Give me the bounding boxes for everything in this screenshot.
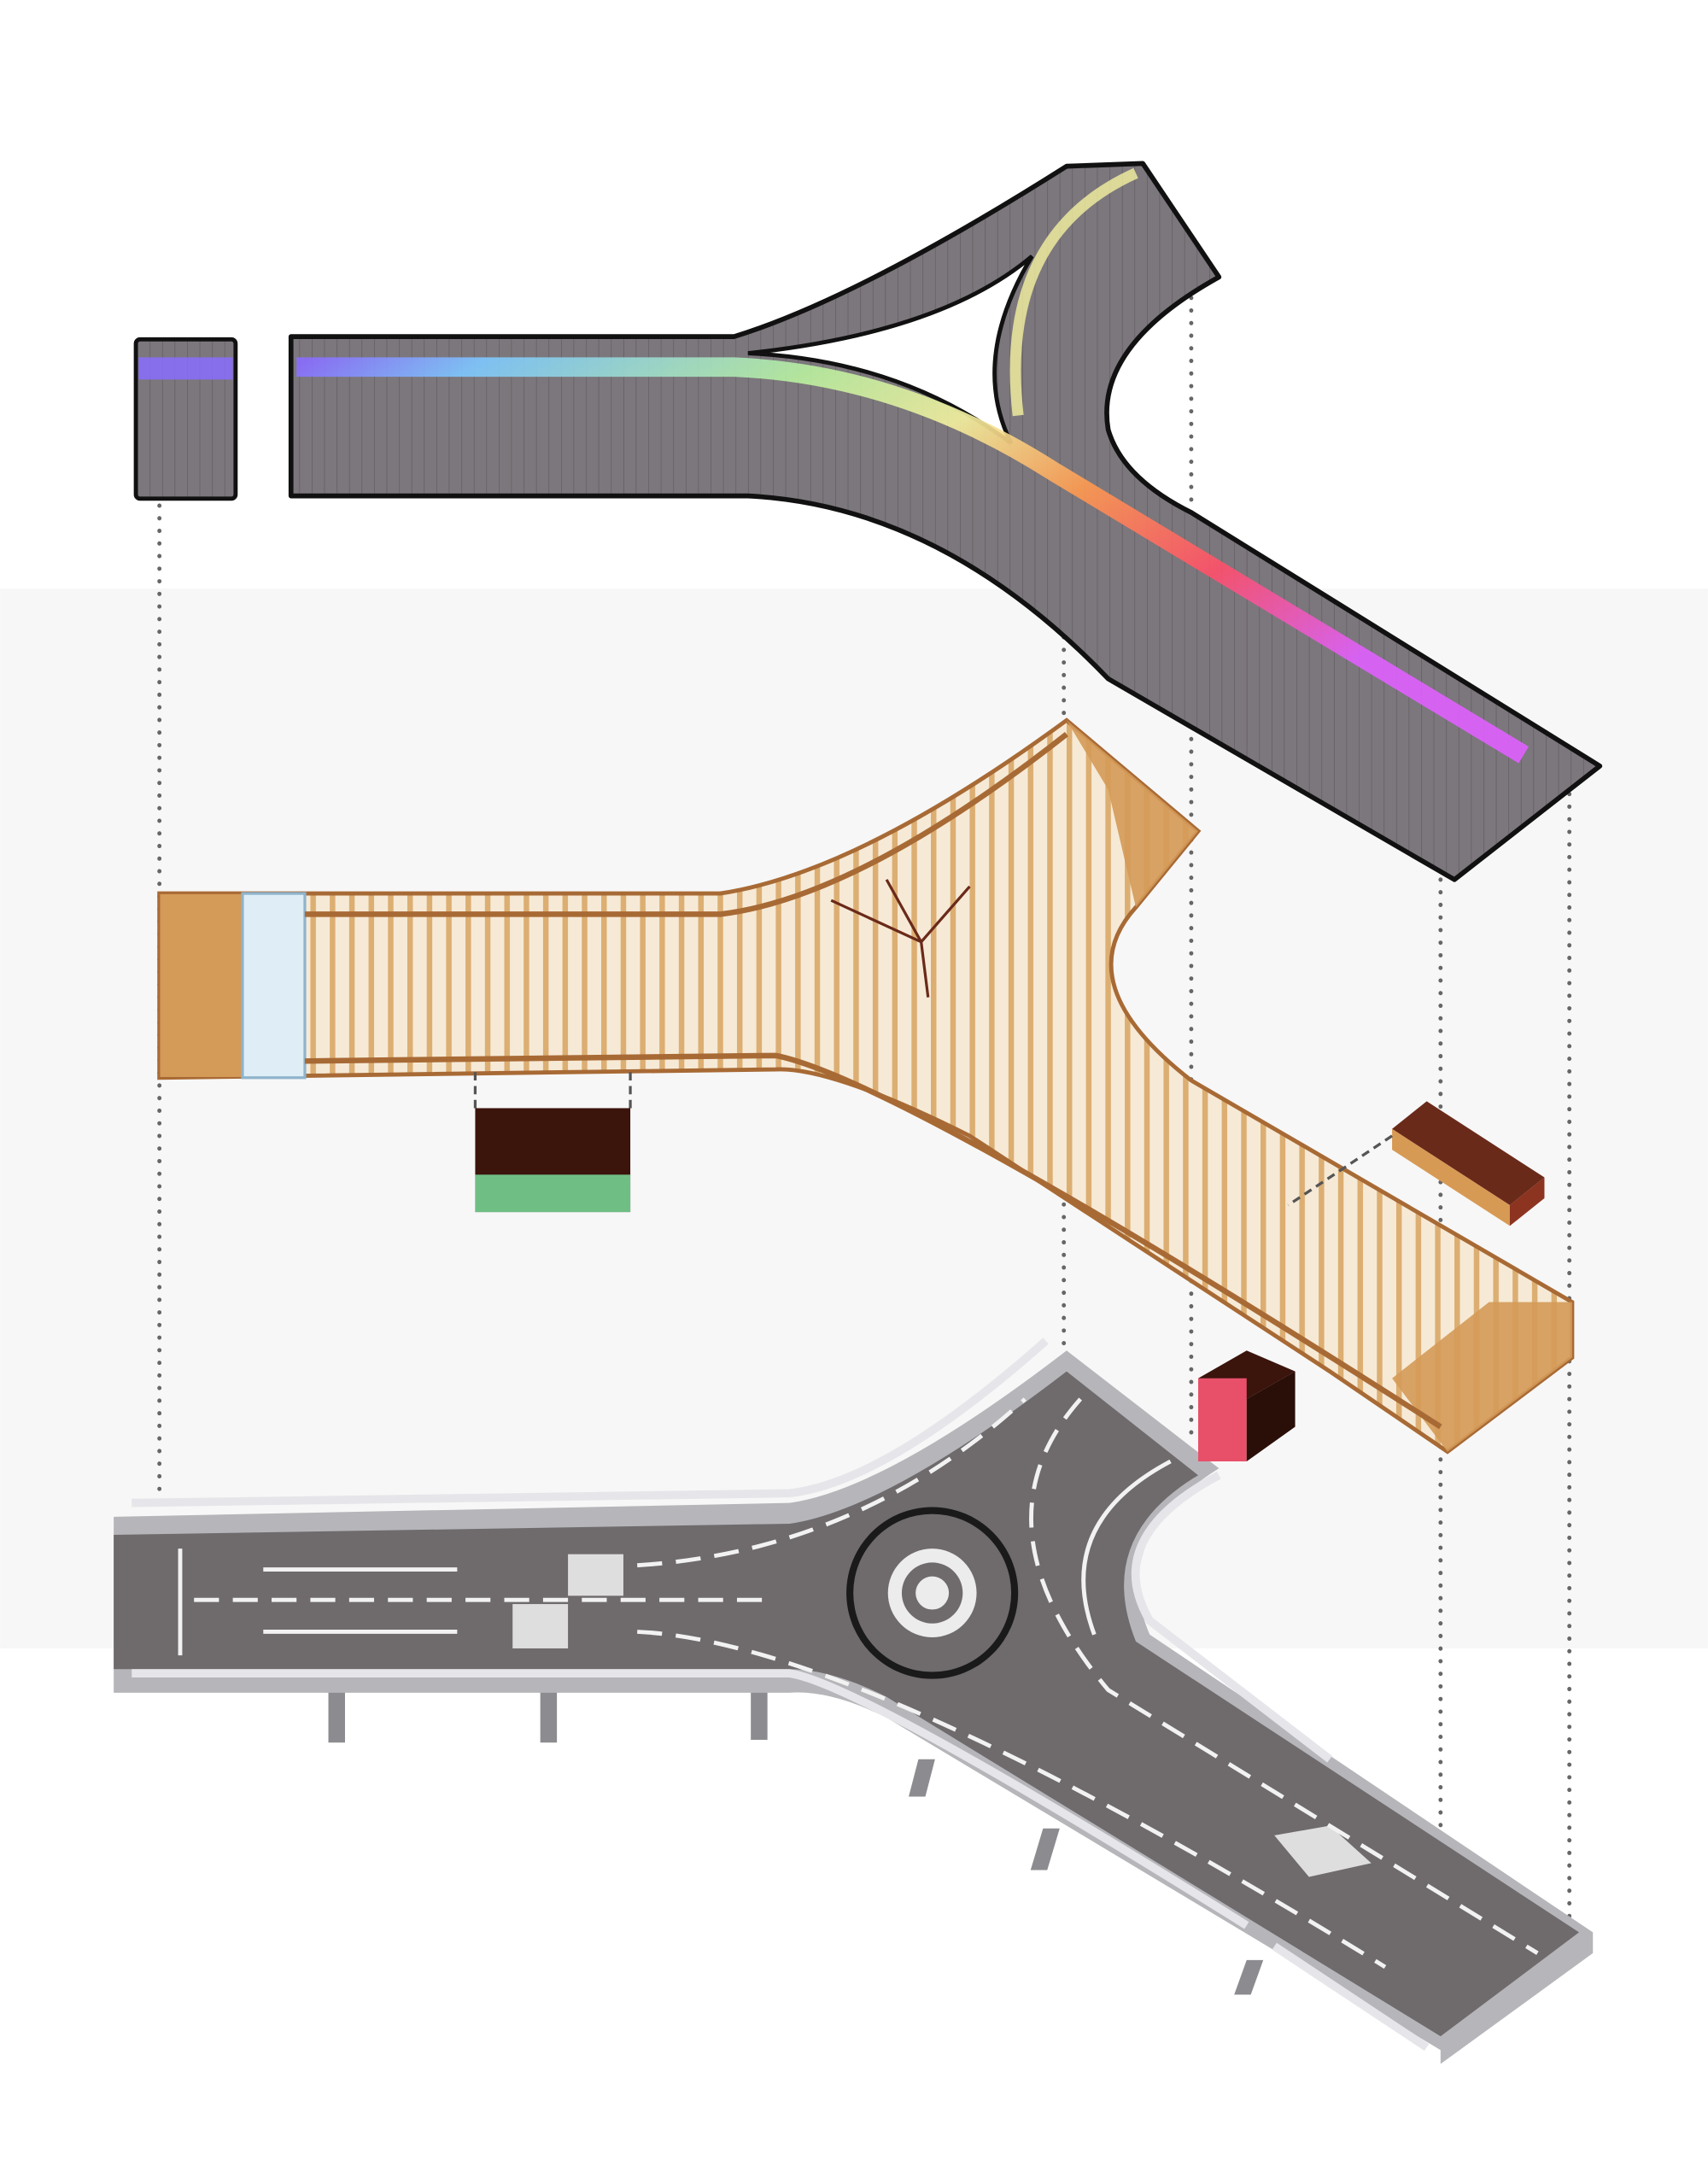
railing (1131, 1471, 1333, 1763)
roundabout-center (915, 1576, 950, 1610)
road-piers (328, 1687, 1264, 1995)
module-box-top (1392, 1101, 1545, 1205)
lane-line (1081, 1459, 1172, 1636)
timber-end-panel (1066, 720, 1199, 908)
timber-frame-layer (157, 717, 1575, 1455)
railing (132, 1669, 1249, 1929)
roof-shell (288, 161, 1603, 882)
module-box-side (1392, 1128, 1510, 1227)
module-box-red-face (1198, 1378, 1247, 1462)
glass-panel (241, 892, 307, 1080)
pier (1030, 1828, 1060, 1870)
road-surface (114, 1371, 1580, 2037)
lane-line (637, 1630, 1387, 1970)
pier (328, 1687, 345, 1743)
lane-line (1029, 1397, 1539, 1955)
branch-struts (830, 879, 971, 998)
roof-end-gradient (138, 357, 233, 380)
roof-gradient-band (1009, 167, 1138, 417)
lane-markings (178, 1397, 1539, 1970)
roundabout (846, 1507, 1019, 1679)
crosswalk (1274, 1825, 1372, 1877)
module-box-side (1246, 1371, 1296, 1462)
crosswalks (512, 1554, 1372, 1877)
road-deck-layer (114, 1338, 1594, 2064)
railings (132, 1338, 1430, 2052)
module-boxes (473, 1066, 1545, 1462)
module-box-green (473, 1066, 632, 1213)
module-box-brick (1287, 1101, 1545, 1227)
module-connector-line (1287, 1134, 1393, 1207)
timber-end-panel (1392, 1302, 1572, 1452)
crosswalk (568, 1554, 623, 1596)
module-box-end (1509, 1177, 1545, 1227)
pier (540, 1687, 558, 1743)
roof-layer (133, 161, 1603, 882)
timber-ridge-beam (304, 732, 1442, 1430)
roof-inner-opening (747, 255, 1034, 445)
branch-strut (830, 879, 971, 998)
timber-end-panel (158, 893, 243, 1079)
module-box-green-face (475, 1174, 631, 1213)
lane-line (637, 1397, 1027, 1568)
railing (1272, 1942, 1430, 2052)
railing (132, 1338, 1049, 1508)
roof-gradient-band (296, 357, 1530, 764)
pier (909, 1759, 935, 1797)
pier (751, 1687, 768, 1740)
module-box-red (1198, 1350, 1296, 1462)
crosswalk (512, 1604, 569, 1648)
pier (1234, 1959, 1264, 1995)
